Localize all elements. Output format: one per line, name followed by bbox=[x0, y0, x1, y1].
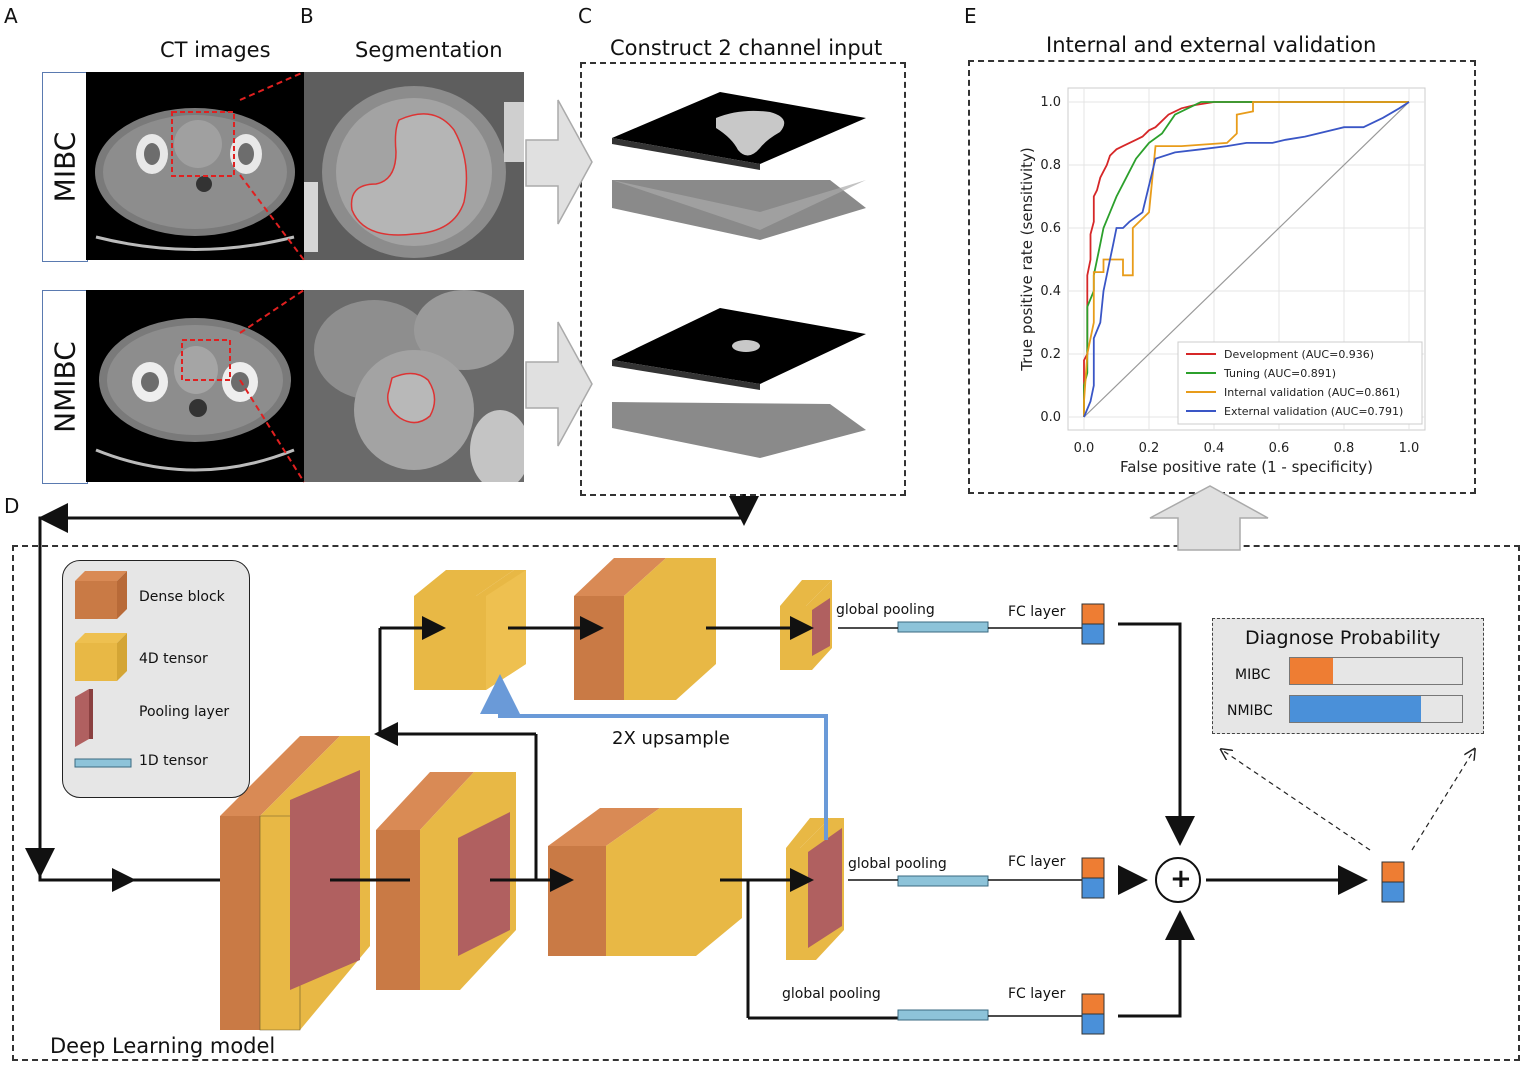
legend-label-dense-block: Dense block bbox=[139, 589, 225, 605]
legend-label-pooling-layer: Pooling layer bbox=[139, 704, 230, 720]
roc-legend-label: Internal validation (AUC=0.861) bbox=[1224, 386, 1400, 399]
header-construct: Construct 2 channel input bbox=[610, 36, 883, 60]
block-dense-2 bbox=[376, 772, 516, 990]
dashed-arrow-left bbox=[1222, 750, 1371, 851]
header-ct-images: CT images bbox=[160, 38, 271, 62]
roc-legend-label: Tuning (AUC=0.891) bbox=[1223, 367, 1336, 380]
roc-xtick-label: 0.0 bbox=[1074, 441, 1095, 456]
panel-letter-d: D bbox=[4, 494, 20, 518]
diagnose-label-mibc: MIBC bbox=[1235, 667, 1271, 683]
roc-ytick-label: 0.4 bbox=[1040, 284, 1061, 299]
tensor-1d-top bbox=[838, 621, 1082, 633]
diagnose-title: Diagnose Probability bbox=[1245, 627, 1441, 649]
roc-ytick-label: 0.8 bbox=[1040, 158, 1061, 173]
sum-arrow-top bbox=[1118, 622, 1195, 846]
roc-xlabel: False positive rate (1 - specificity) bbox=[1120, 458, 1373, 476]
roc-legend-label: External validation (AUC=0.791) bbox=[1224, 405, 1403, 418]
arrow-up-validation bbox=[1149, 485, 1269, 551]
model-title: Deep Learning model bbox=[50, 1034, 276, 1058]
fc-output-top bbox=[1081, 603, 1105, 645]
panel-letter-a: A bbox=[4, 4, 18, 28]
legend-icon-dense-block bbox=[75, 571, 127, 619]
diagnose-bar-nmibc-track bbox=[1289, 695, 1463, 723]
sum-plus-sign: + bbox=[1170, 864, 1192, 894]
seg-image-mibc bbox=[304, 72, 524, 260]
fc-output-bottom bbox=[1081, 993, 1105, 1035]
tensor-1d-mid bbox=[848, 875, 1082, 887]
roc-legend-label: Development (AUC=0.936) bbox=[1224, 348, 1374, 361]
roc-diagonal bbox=[1083, 101, 1410, 418]
roc-xtick-label: 0.4 bbox=[1204, 441, 1225, 456]
arrow-right-mibc bbox=[525, 99, 593, 225]
panel-letter-c: C bbox=[578, 4, 592, 28]
zoom-line-mibc-bottom bbox=[239, 174, 305, 261]
label-upsample: 2X upsample bbox=[612, 728, 730, 749]
tensor-1d-bottom bbox=[897, 1009, 1082, 1021]
diagnose-bar-mibc-track bbox=[1289, 657, 1463, 685]
roc-series-line bbox=[1083, 101, 1409, 417]
label-fc-layer-bottom: FC layer bbox=[1008, 986, 1066, 1002]
arrow-right-nmibc bbox=[525, 321, 593, 447]
dashed-arrow-right bbox=[1411, 750, 1474, 851]
roc-xtick-label: 0.2 bbox=[1139, 441, 1160, 456]
diagnose-box: Diagnose Probability MIBC NMIBC bbox=[1212, 618, 1484, 734]
roc-legend-box bbox=[1177, 341, 1423, 425]
row-tab-mibc: MIBC bbox=[42, 72, 88, 262]
panel-letter-b: B bbox=[300, 4, 314, 28]
header-validation: Internal and external validation bbox=[1046, 33, 1377, 57]
fc-output-mid bbox=[1081, 857, 1105, 899]
legend-label-1d-tensor: 1D tensor bbox=[139, 753, 208, 769]
legend-icon-pooling-layer bbox=[75, 689, 93, 747]
sum-node bbox=[1155, 857, 1201, 903]
final-output bbox=[1381, 861, 1405, 903]
zoom-line-mibc-top bbox=[239, 71, 305, 101]
ct-image-nmibc bbox=[86, 290, 304, 482]
label-fc-layer-mid: FC layer bbox=[1008, 854, 1066, 870]
sum-arrow-bottom bbox=[1118, 910, 1195, 1018]
diagnose-label-nmibc: NMIBC bbox=[1227, 703, 1273, 719]
legend-label-4d-tensor: 4D tensor bbox=[139, 651, 208, 667]
roc-ytick-label: 0.0 bbox=[1040, 410, 1061, 425]
label-global-pooling-top: global pooling bbox=[836, 602, 935, 618]
label-fc-layer-top: FC layer bbox=[1008, 604, 1066, 620]
roc-ytick-label: 0.2 bbox=[1040, 347, 1061, 362]
ct-image-mibc bbox=[86, 72, 304, 260]
legend-box: Dense block 4D tensor Pooling layer 1D t… bbox=[62, 560, 250, 798]
roc-series-line bbox=[1083, 101, 1410, 418]
seg-image-nmibc bbox=[304, 290, 524, 482]
roc-series-line bbox=[1083, 101, 1409, 417]
zoom-line-nmibc-bottom bbox=[239, 379, 305, 483]
channel-stack-mibc bbox=[612, 92, 866, 240]
diagnose-bar-mibc-fill bbox=[1290, 658, 1333, 684]
legend-icon-4d-tensor bbox=[75, 633, 127, 681]
header-segmentation: Segmentation bbox=[355, 38, 503, 62]
roc-xtick-label: 1.0 bbox=[1399, 441, 1420, 456]
channel-stack-nmibc bbox=[612, 308, 866, 458]
roc-xtick-label: 0.8 bbox=[1334, 441, 1355, 456]
deep-learning-box bbox=[12, 545, 1520, 1061]
zoom-line-nmibc-top bbox=[239, 289, 305, 334]
roc-xtick-label: 0.6 bbox=[1269, 441, 1290, 456]
roc-series-line bbox=[1083, 101, 1409, 417]
diagnose-bar-nmibc-fill bbox=[1290, 696, 1421, 722]
label-global-pooling-bottom: global pooling bbox=[782, 986, 881, 1002]
label-global-pooling-mid: global pooling bbox=[848, 856, 947, 872]
block-dense-1 bbox=[220, 736, 370, 1031]
legend-icon-1d-tensor bbox=[74, 758, 132, 768]
roc-ytick-label: 1.0 bbox=[1040, 95, 1061, 110]
panel-letter-e: E bbox=[964, 4, 977, 28]
upsample-line bbox=[480, 674, 828, 840]
roc-ylabel: True positive rate (sensitivity) bbox=[1018, 147, 1036, 372]
roc-ytick-label: 0.6 bbox=[1040, 221, 1061, 236]
row-tab-nmibc: NMIBC bbox=[42, 290, 88, 484]
